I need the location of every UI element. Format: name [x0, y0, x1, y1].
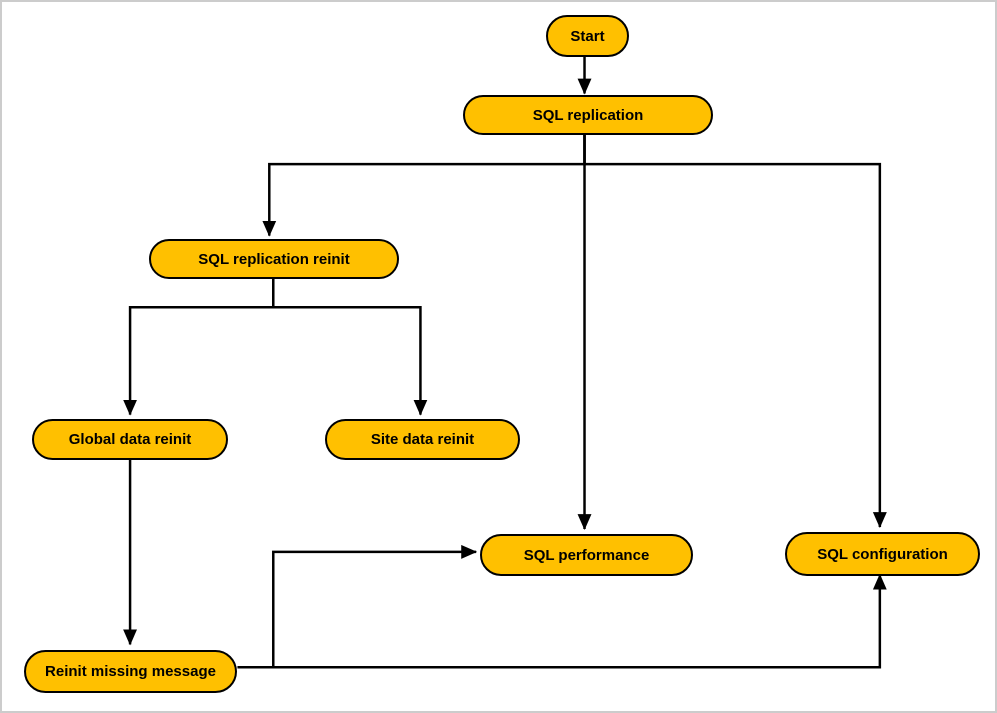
node-reinit-missing-message-label: Reinit missing message	[45, 663, 216, 680]
edge-reinit-missing-message-to-sql-configuration	[237, 573, 887, 669]
edge-reinit-missing-message-to-sql-performance	[237, 544, 478, 669]
node-sql-replication: SQL replication	[463, 95, 713, 135]
edge-sql-replication-to-sql-configuration	[583, 134, 887, 529]
node-sql-configuration-label: SQL configuration	[817, 545, 948, 563]
node-start: Start	[546, 15, 629, 57]
node-site-data-reinit: Site data reinit	[325, 419, 520, 460]
node-sql-performance: SQL performance	[480, 534, 693, 576]
edge-sql-replication-reinit-to-site-data-reinit	[272, 277, 428, 416]
edge-sql-replication-to-sql-replication-reinit	[262, 134, 586, 237]
edge-sql-replication-reinit-to-global-data-reinit	[123, 277, 275, 416]
node-start-label: Start	[570, 27, 605, 45]
node-site-data-reinit-label: Site data reinit	[370, 431, 475, 448]
node-sql-replication-reinit-label: SQL replication reinit	[198, 250, 350, 268]
node-sql-replication-reinit: SQL replication reinit	[149, 239, 399, 279]
node-sql-replication-label: SQL replication	[532, 106, 644, 124]
node-sql-performance-label: SQL performance	[523, 546, 650, 564]
node-global-data-reinit: Global data reinit	[32, 419, 228, 460]
node-global-data-reinit-label: Global data reinit	[68, 431, 192, 448]
node-reinit-missing-message: Reinit missing message	[24, 650, 237, 693]
node-sql-configuration: SQL configuration	[785, 532, 980, 576]
